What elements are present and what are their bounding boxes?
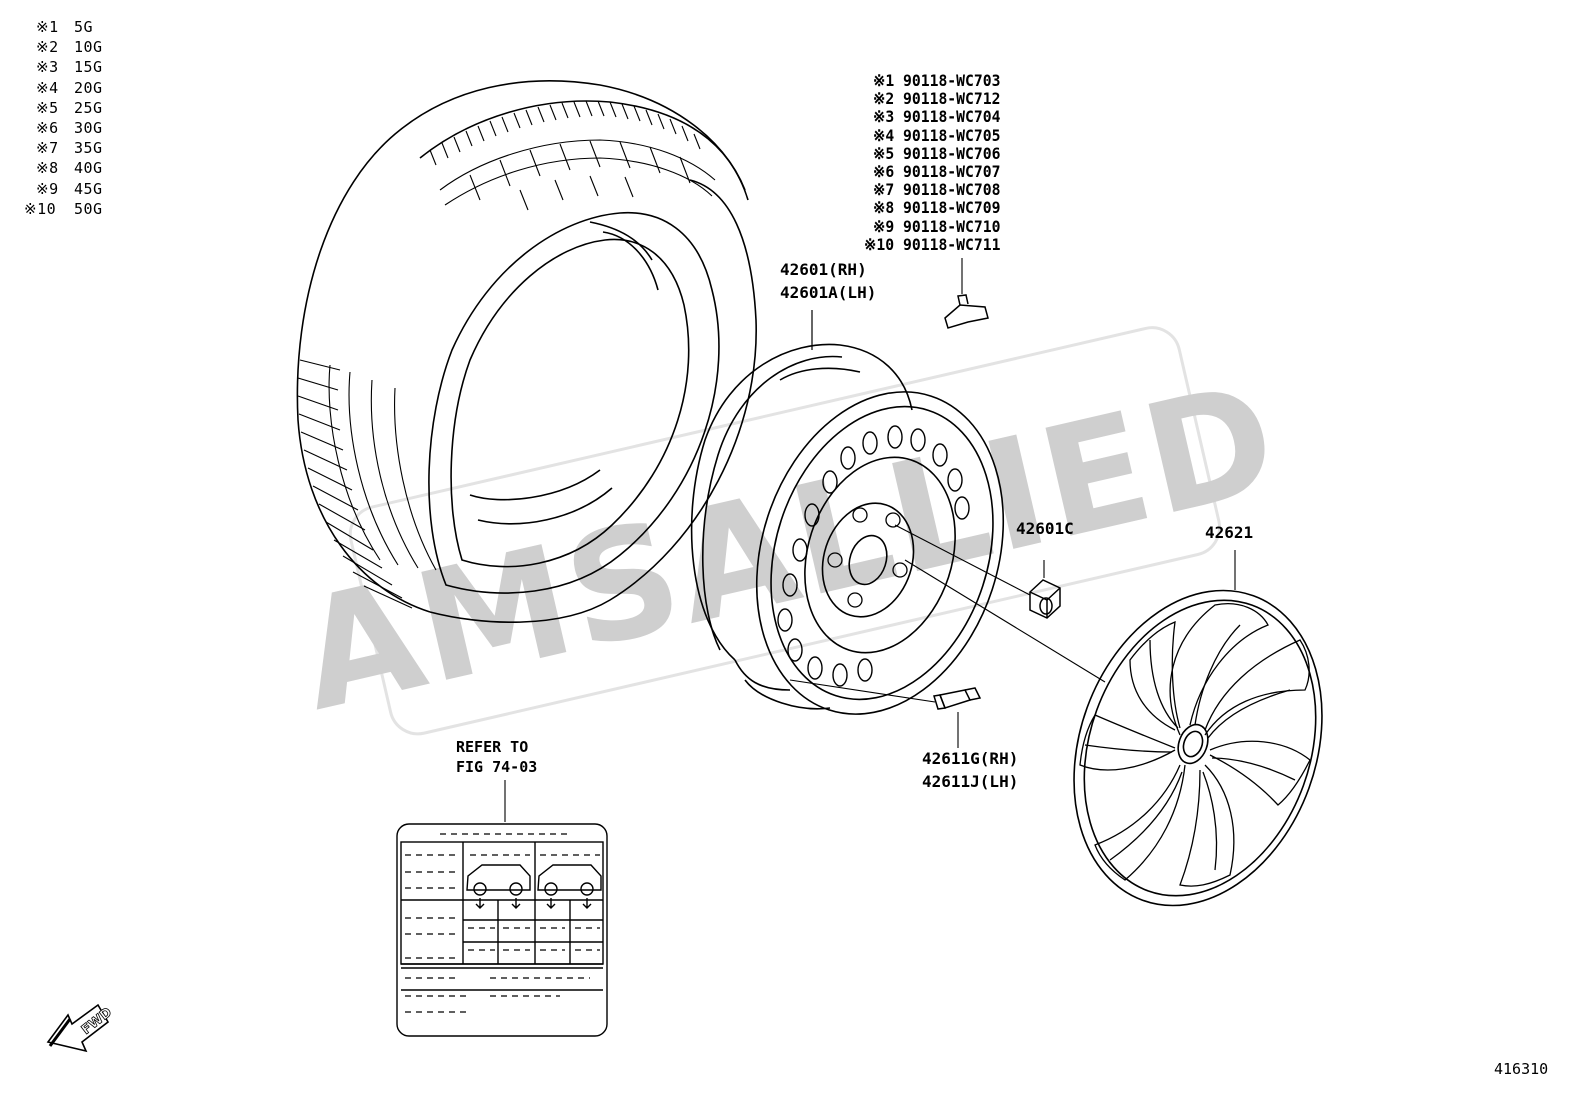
weight-part-number[interactable]: 90118-WC711	[903, 234, 1001, 254]
weight-part-number[interactable]: 90118-WC709	[903, 198, 1001, 218]
weight-part-number[interactable]: 90118-WC704	[903, 107, 1001, 127]
weight-part-mark: ※7	[873, 180, 895, 200]
callout-wheel-lh[interactable]: 42601A(LH)	[780, 283, 877, 302]
wheel-cover	[904, 550, 1323, 907]
refer-to-line2[interactable]: FIG 74-03	[456, 758, 538, 776]
callout-valve-lh[interactable]: 42611J(LH)	[922, 772, 1019, 791]
weight-legend-mark: ※7	[36, 139, 59, 158]
weight-legend-mark: ※10	[24, 199, 57, 218]
valve-stem	[789, 679, 982, 748]
weight-legend-mark: ※6	[36, 119, 59, 137]
weight-part-mark: ※9	[873, 216, 895, 236]
weight-part-mark: ※6	[873, 162, 895, 181]
weight-part-number[interactable]: 90118-WC706	[903, 143, 1001, 163]
refer-to-line1: REFER TO	[456, 738, 529, 756]
weight-legend-value: 35G	[74, 139, 103, 158]
weight-legend-mark: ※4	[36, 78, 59, 97]
weight-part-mark: ※1	[873, 71, 895, 90]
weight-legend-value: 15G	[74, 58, 103, 77]
weight-part-mark: ※8	[873, 198, 895, 218]
weight-legend-mark: ※3	[36, 58, 59, 77]
weight-part-mark: ※2	[873, 89, 895, 109]
weight-part-mark: ※10	[864, 234, 895, 254]
weight-legend-value: 40G	[74, 159, 103, 178]
weight-part-mark: ※5	[873, 143, 895, 163]
weight-legend-value: 20G	[74, 78, 103, 97]
weight-legend-mark: ※8	[36, 159, 59, 178]
tire-placard	[396, 780, 608, 1037]
watermark: AMSALLIED	[284, 326, 1293, 745]
weight-part-number[interactable]: 90118-WC703	[903, 71, 1001, 90]
weight-part-number[interactable]: 90118-WC712	[903, 89, 1001, 109]
weight-part-number[interactable]: 90118-WC708	[903, 180, 1001, 200]
balance-weight	[944, 258, 989, 329]
weight-legend-mark: ※1	[36, 18, 59, 36]
weight-legend-value: 30G	[74, 119, 103, 137]
weight-part-mark: ※4	[873, 125, 895, 145]
weight-legend-mark: ※5	[36, 98, 59, 117]
tire	[296, 80, 757, 623]
weight-legend-value: 5G	[74, 18, 94, 36]
weight-legend-value: 10G	[74, 38, 103, 57]
weight-part-number[interactable]: 90118-WC705	[903, 125, 1001, 145]
weight-legend-value: 50G	[74, 199, 103, 218]
weight-legend-mark: ※9	[36, 179, 59, 198]
hub-nut	[894, 524, 1061, 619]
callout-valve-rh[interactable]: 42611G(RH)	[922, 749, 1019, 768]
callout-wheel-rh[interactable]: 42601(RH)	[780, 260, 867, 279]
steel-wheel	[690, 310, 1005, 715]
weight-legend-value: 25G	[74, 98, 103, 117]
weight-legend-mark: ※2	[36, 38, 59, 57]
weight-part-number[interactable]: 90118-WC707	[903, 162, 1001, 181]
weight-part-mark: ※3	[873, 107, 895, 127]
weight-legend-value: 45G	[74, 179, 103, 198]
callout-hub-nut[interactable]: 42601C	[1016, 519, 1074, 538]
callout-wheel-cover[interactable]: 42621	[1205, 523, 1254, 542]
fwd-arrow-icon: FWD	[46, 1003, 116, 1053]
weight-part-number[interactable]: 90118-WC710	[903, 216, 1001, 236]
drawing-number: 416310	[1494, 1060, 1549, 1078]
